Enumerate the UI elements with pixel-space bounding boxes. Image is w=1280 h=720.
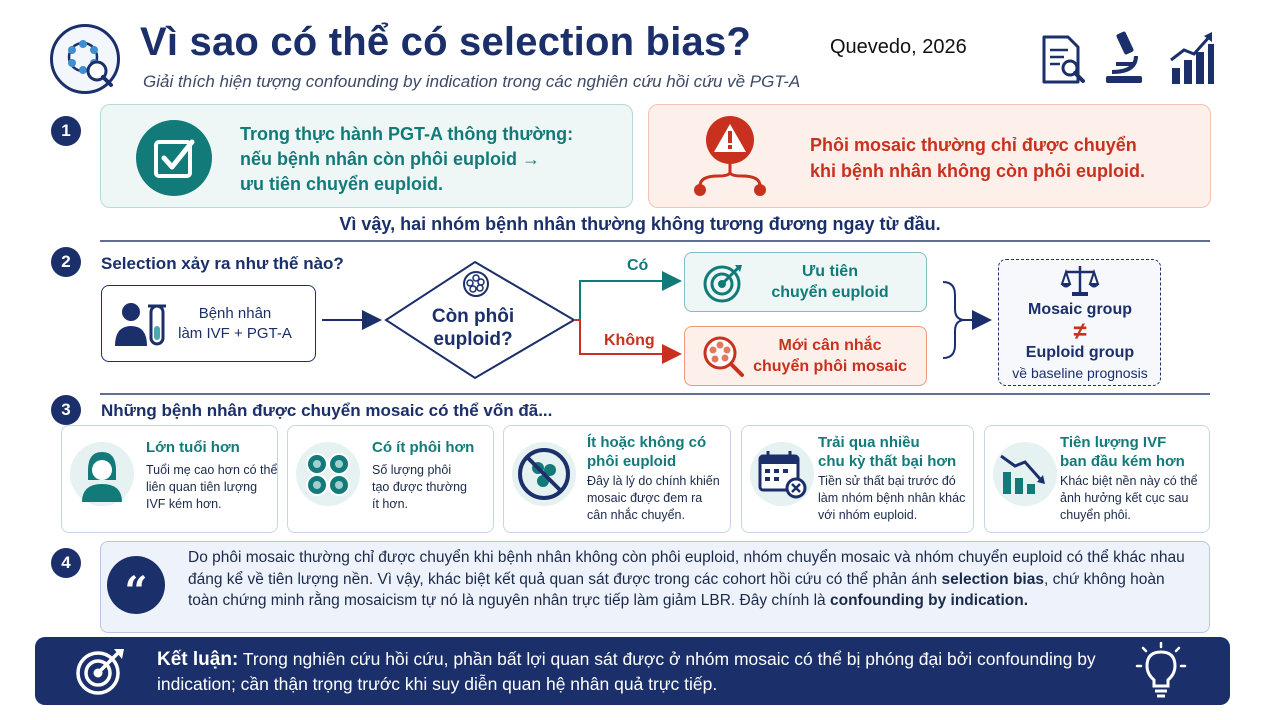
checkbox-icon bbox=[134, 118, 214, 203]
patient-test-tube-icon bbox=[113, 298, 169, 355]
decision-diamond-label: Còn phôi euploid? bbox=[431, 306, 515, 350]
mosaic-search-icon bbox=[702, 335, 746, 384]
patient-box bbox=[101, 285, 316, 362]
card-title: Lớn tuổi hơn bbox=[146, 439, 240, 456]
section-number-4: 4 bbox=[51, 548, 81, 578]
section-number-2: 2 bbox=[51, 247, 81, 277]
page-subtitle: Giải thích hiện tượng confounding by ind… bbox=[143, 72, 801, 91]
explanation-text: Do phôi mosaic thường chỉ được chuyển kh… bbox=[188, 549, 1185, 609]
section2-title: Selection xảy ra như thế nào? bbox=[101, 254, 344, 273]
card-body: Tiền sử thất bại trước đó làm nhóm bệnh … bbox=[818, 474, 966, 522]
bar-chart-growth-icon bbox=[1168, 30, 1216, 91]
microscope-icon bbox=[1102, 28, 1146, 93]
section1-conclusion: Vì vậy, hai nhóm bệnh nhân thường không … bbox=[339, 214, 941, 234]
euploid-group-label: Euploid group bbox=[1025, 344, 1135, 361]
woman-icon bbox=[68, 440, 136, 513]
card-title: Tiên lượng IVF ban đầu kém hơn bbox=[1060, 434, 1185, 470]
mosaic-transfer-label: Mới cân nhắc chuyển phôi mosaic bbox=[753, 337, 907, 375]
card-title: Có ít phôi hơn bbox=[372, 439, 475, 456]
card-body: Khác biệt nền này có thể ảnh hưởng kết c… bbox=[1060, 474, 1198, 522]
yes-branch-label: Có bbox=[627, 257, 649, 274]
card-body: Tuổi mẹ cao hơn có thể liên quan tiên lư… bbox=[146, 463, 278, 511]
section-number-3: 3 bbox=[51, 395, 81, 425]
warning-branch-icon bbox=[688, 114, 772, 205]
no-branch-label: Không bbox=[604, 332, 655, 349]
target-icon bbox=[702, 262, 744, 309]
target-arrow-icon bbox=[74, 647, 126, 702]
divider bbox=[100, 393, 1210, 395]
explanation-box bbox=[100, 541, 1210, 633]
scales-icon bbox=[1060, 264, 1100, 303]
conclusion-text: Kết luận: Trong nghiên cứu hồi cứu, phần… bbox=[157, 649, 1096, 694]
embryo-icon bbox=[462, 270, 490, 303]
section3-title: Những bệnh nhân được chuyển mosaic có th… bbox=[101, 401, 553, 420]
conclusion-banner bbox=[35, 637, 1230, 705]
page-title: Vì sao có thể có selection bias? bbox=[140, 20, 752, 64]
no-embryo-icon bbox=[510, 440, 578, 513]
baseline-prognosis-note: về baseline prognosis bbox=[1012, 365, 1148, 381]
mosaic-transfer-text: Phôi mosaic thường chỉ được chuyển khi b… bbox=[810, 135, 1145, 181]
author-citation: Quevedo, 2026 bbox=[830, 36, 967, 58]
chart-down-icon bbox=[991, 440, 1059, 513]
not-equal-sign: ≠ bbox=[1073, 318, 1087, 345]
calendar-fail-icon bbox=[748, 440, 816, 513]
euploid-priority-text: Trong thực hành PGT-A thông thường: nếu … bbox=[240, 124, 574, 194]
section-number-1: 1 bbox=[51, 116, 81, 146]
patient-label: Bệnh nhân làm IVF + PGT-A bbox=[178, 305, 292, 342]
divider bbox=[100, 240, 1210, 242]
euploid-transfer-label: Ưu tiên chuyển euploid bbox=[771, 263, 889, 301]
card-title: Trải qua nhiều chu kỳ thất bại hơn bbox=[818, 434, 957, 470]
card-title: Ít hoặc không có phôi euploid bbox=[587, 434, 707, 470]
document-search-icon bbox=[1040, 34, 1086, 91]
embryos-icon bbox=[294, 440, 362, 513]
embryo-search-icon bbox=[50, 24, 120, 94]
mosaic-group-label: Mosaic group bbox=[1027, 301, 1132, 318]
quote-icon: “ bbox=[107, 556, 165, 615]
card-body: Đây là lý do chính khiến mosaic được đem… bbox=[587, 474, 720, 522]
card-body: Số lượng phôi tạo được thường ít hơn. bbox=[372, 463, 467, 511]
lightbulb-icon bbox=[1135, 641, 1187, 705]
